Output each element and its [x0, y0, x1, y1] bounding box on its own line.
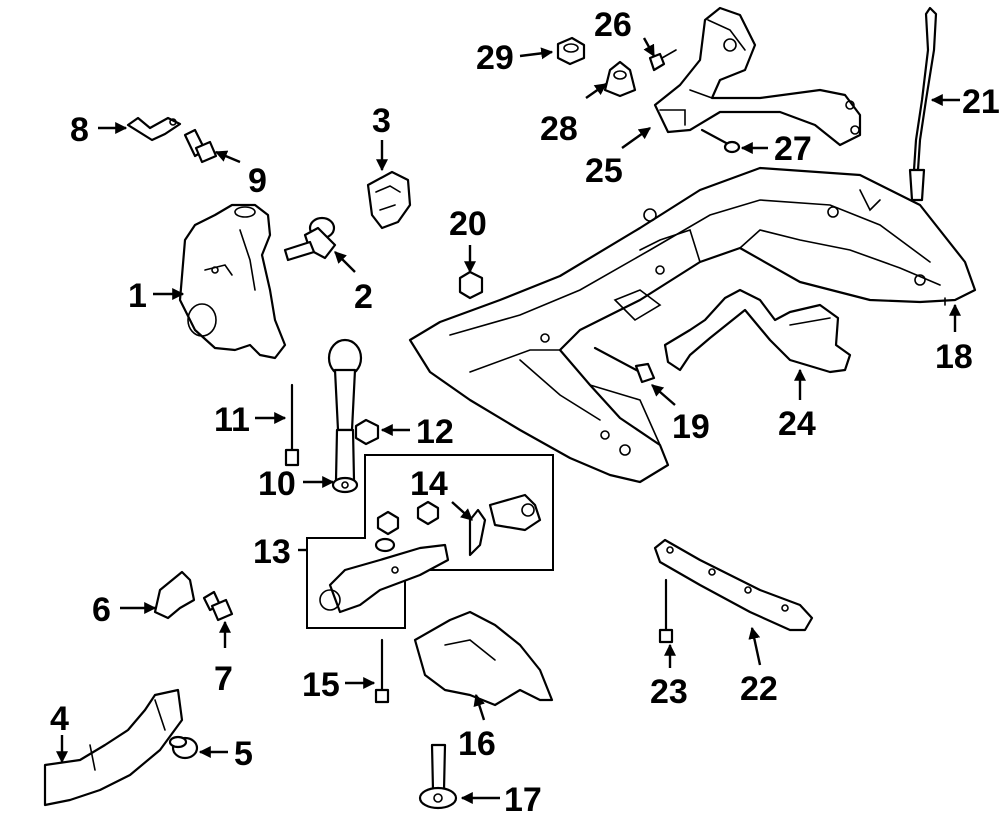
- part-12-nut[interactable]: [354, 418, 380, 446]
- part-15-bolt[interactable]: [374, 638, 390, 704]
- group-13-frame: [306, 454, 554, 629]
- part-23-bolt[interactable]: [658, 578, 674, 644]
- callout-19: 19: [672, 408, 710, 446]
- callout-8: 8: [70, 111, 89, 149]
- callout-13: 13: [253, 533, 291, 571]
- callout-2: 2: [354, 278, 373, 316]
- part-6-bracket[interactable]: [153, 570, 196, 620]
- callout-17: 17: [504, 781, 542, 819]
- callout-25: 25: [585, 152, 623, 190]
- callout-7: 7: [214, 660, 233, 698]
- callout-15: 15: [302, 666, 340, 704]
- part-14-link[interactable]: [468, 493, 542, 557]
- part-7-bolt[interactable]: [202, 590, 234, 622]
- part-28-insulator[interactable]: [603, 60, 637, 98]
- part-3-cover[interactable]: [366, 170, 412, 230]
- callout-10: 10: [258, 465, 296, 503]
- part-17-bolt[interactable]: [418, 743, 458, 810]
- part-21-rod[interactable]: [908, 6, 938, 202]
- callout-14: 14: [410, 465, 448, 503]
- part-10-link-rod[interactable]: [327, 338, 363, 494]
- part-13-control-arm[interactable]: [319, 543, 450, 614]
- callout-26: 26: [594, 6, 632, 44]
- part-18-subframe[interactable]: [408, 166, 977, 484]
- part-8-clip[interactable]: [126, 116, 182, 142]
- callout-20: 20: [449, 205, 487, 243]
- callout-27: 27: [774, 130, 812, 168]
- part-5-bushing[interactable]: [168, 735, 199, 760]
- part-19-bolt[interactable]: [593, 346, 656, 384]
- callout-labels: 1 2 3 4 5 6 7 8 9 10 11 12 13 14 15 16 1…: [50, 6, 1000, 819]
- part-2-ball-joint[interactable]: [283, 216, 337, 262]
- part-22-brace[interactable]: [653, 538, 814, 632]
- part-27-bolt[interactable]: [700, 128, 741, 154]
- part-11-bolt[interactable]: [284, 383, 300, 467]
- callout-23: 23: [650, 673, 688, 711]
- callout-1: 1: [128, 277, 147, 315]
- callout-9: 9: [248, 162, 267, 200]
- part-29-nut[interactable]: [556, 36, 586, 66]
- part-13-nuts[interactable]: [374, 500, 440, 553]
- callout-4: 4: [50, 700, 69, 738]
- leader-lines: [56, 37, 961, 804]
- callout-5: 5: [234, 735, 253, 773]
- part-24-bracket[interactable]: [663, 288, 852, 374]
- callout-3: 3: [372, 102, 391, 140]
- callout-12: 12: [416, 413, 454, 451]
- callout-24: 24: [778, 405, 816, 443]
- callout-28: 28: [540, 110, 578, 148]
- part-26-bolt[interactable]: [648, 49, 677, 72]
- callout-29: 29: [476, 39, 514, 77]
- callout-18: 18: [935, 338, 973, 376]
- callout-21: 21: [962, 83, 1000, 121]
- callout-6: 6: [92, 591, 111, 629]
- part-25-mount-bracket[interactable]: [653, 6, 862, 147]
- part-9-bolt[interactable]: [183, 128, 218, 164]
- callout-22: 22: [740, 670, 778, 708]
- part-20-nut[interactable]: [458, 270, 484, 300]
- part-1-steering-knuckle[interactable]: [178, 203, 287, 360]
- part-16-shield[interactable]: [413, 610, 554, 707]
- callout-11: 11: [214, 401, 250, 439]
- callout-16: 16: [458, 725, 496, 763]
- part-4-splash-shield[interactable]: [43, 688, 184, 807]
